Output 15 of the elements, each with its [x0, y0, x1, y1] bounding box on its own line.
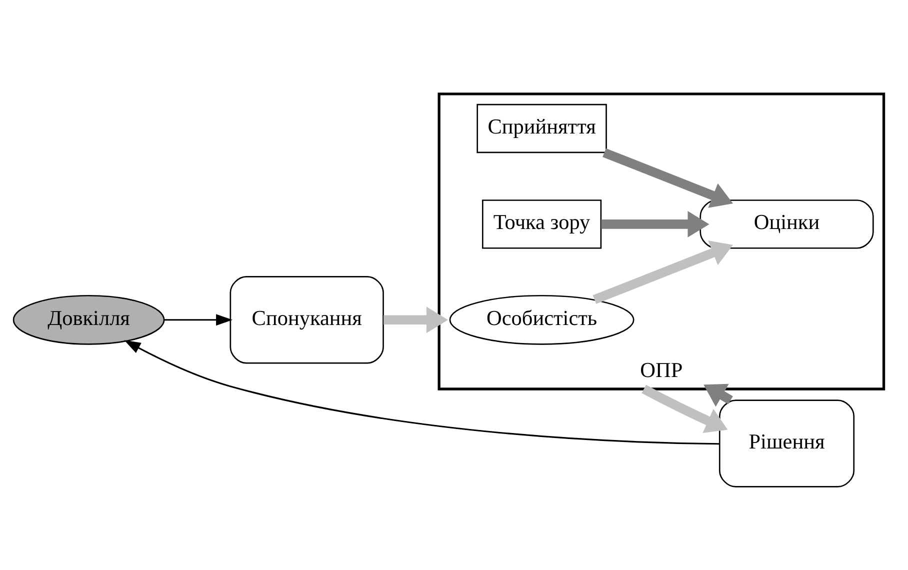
arrow: [384, 306, 448, 334]
node-box: Сприйняття: [476, 104, 607, 154]
arrow: [602, 148, 733, 208]
node-box: Точка зору: [482, 200, 602, 249]
node-box: Спонукання: [230, 276, 384, 364]
arrow: [601, 211, 710, 238]
arrow: [704, 384, 733, 407]
arrow: [164, 314, 233, 326]
arrow: [642, 384, 728, 433]
node-ellipse: Довкілля: [12, 294, 165, 345]
arrow: [592, 240, 733, 304]
node-box: Рішення: [718, 400, 855, 488]
node-ellipse: Особистість: [449, 294, 634, 345]
node-box: Оцінки: [700, 200, 874, 249]
arrow: [124, 340, 720, 445]
